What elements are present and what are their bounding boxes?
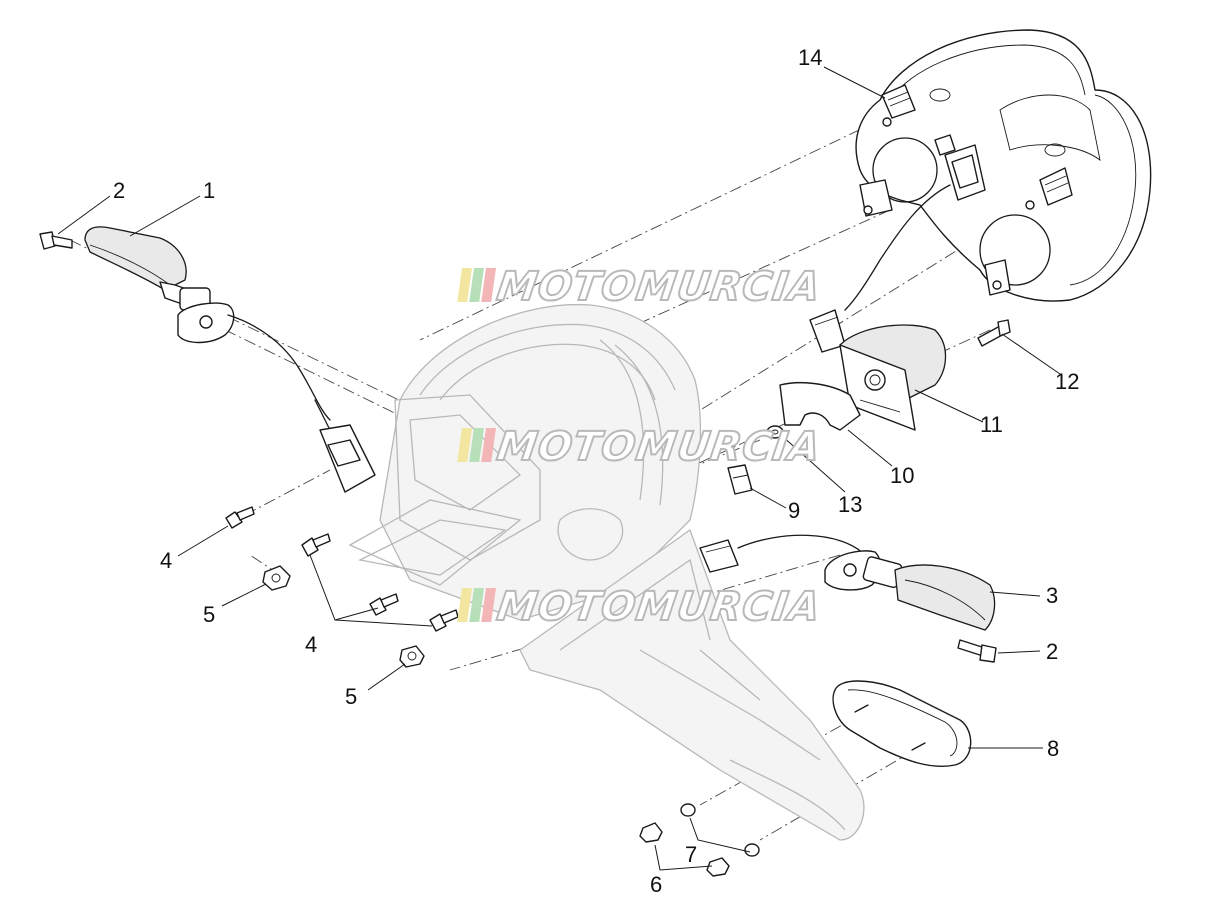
callout-9: 9 xyxy=(788,498,800,523)
left-connector xyxy=(314,399,376,493)
mounting-plate xyxy=(779,382,861,431)
license-plate-holder xyxy=(519,528,865,841)
watermark-logo-top: MOTOMURCIA xyxy=(457,263,825,311)
screw-12 xyxy=(977,319,1011,347)
tail-fairing-body xyxy=(379,303,702,621)
watermark-logo-middle: MOTOMURCIA xyxy=(457,423,825,471)
callout-6: 6 xyxy=(650,872,662,897)
watermark-logos: MOTOMURCIA MOTOMURCIA MOTOMURCIA xyxy=(457,263,825,631)
callout-5-left: 5 xyxy=(203,602,215,627)
license-plate-light xyxy=(832,680,972,767)
svg-text:MOTOMURCIA: MOTOMURCIA xyxy=(494,264,824,310)
callout-12: 12 xyxy=(1055,369,1079,394)
watermark-logo-bottom: MOTOMURCIA xyxy=(457,583,825,631)
callout-4-bottom: 4 xyxy=(305,632,317,657)
left-turn-indicator xyxy=(84,226,331,421)
tail-light-housing xyxy=(809,29,1152,353)
screw-2-left xyxy=(39,231,73,250)
clip-nut-9 xyxy=(727,464,753,495)
right-turn-indicator xyxy=(699,534,996,631)
callout-3: 3 xyxy=(1046,583,1058,608)
rear-reflector-light xyxy=(839,324,947,431)
callout-leaders xyxy=(57,66,1061,871)
callout-8: 8 xyxy=(1047,736,1059,761)
nuts-5 xyxy=(262,565,425,668)
nuts-and-washers-6-7 xyxy=(639,803,760,877)
callout-14: 14 xyxy=(798,45,822,70)
callout-7: 7 xyxy=(685,842,697,867)
callout-5-bottom: 5 xyxy=(345,684,357,709)
washer-13 xyxy=(766,425,784,439)
callout-2-right: 2 xyxy=(1046,639,1058,664)
callout-labels: 1 2 3 2 4 4 5 5 6 7 8 9 10 11 12 13 14 xyxy=(113,45,1079,897)
svg-text:MOTOMURCIA: MOTOMURCIA xyxy=(494,424,824,470)
inner-bracket xyxy=(348,394,541,586)
callout-1: 1 xyxy=(203,178,215,203)
callout-10: 10 xyxy=(890,463,914,488)
svg-text:MOTOMURCIA: MOTOMURCIA xyxy=(494,584,824,630)
screw-2-right xyxy=(957,639,997,663)
callout-11: 11 xyxy=(980,412,1003,437)
callout-2-top: 2 xyxy=(113,178,125,203)
screws-4 xyxy=(225,506,459,632)
callout-13: 13 xyxy=(838,492,862,517)
callout-4-left: 4 xyxy=(160,548,172,573)
